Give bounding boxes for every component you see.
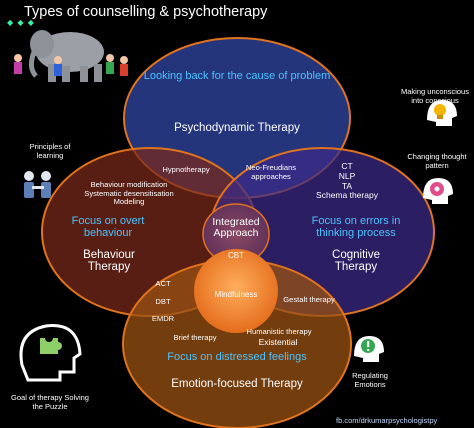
neo-freudians-label: Neo-Freudians approaches — [245, 163, 297, 181]
brief-therapy-label: Brief therapy — [173, 333, 217, 342]
psychodynamic-label: Psychodynamic Therapy — [174, 122, 300, 134]
handshake-icon — [24, 171, 51, 198]
technique-modeling: Modeling — [113, 197, 145, 207]
technique-ct: CT — [341, 161, 353, 171]
decorative-dots: ◆ ◆ ◆ — [7, 18, 35, 27]
dbt-label: DBT — [155, 297, 171, 306]
puzzle-head-icon — [19, 324, 82, 382]
note-principles-learning: Principles of learning — [29, 142, 71, 160]
cognitive-label: Cognitive Therapy — [332, 249, 380, 274]
existential-label: Existential — [258, 337, 298, 347]
footer-link: fb.com/drkumarpsychologistpy — [336, 416, 438, 425]
note-regulating-emotions: Regulating Emotions — [352, 371, 388, 389]
hypnotherapy-label: Hypnotherapy — [162, 165, 210, 174]
page-title: Types of counselling & psychotherapy — [24, 4, 268, 20]
technique-systematic-desensitisation: Systematic desensitisation — [84, 188, 174, 198]
cognitive-techniques-list: CT NLP TA Schema therapy — [312, 161, 382, 201]
technique-schema-therapy: Schema therapy — [316, 190, 378, 201]
note-changing-thought: Changing thought pattern — [407, 152, 467, 170]
cognitive-focus: Focus on errors in thinking process — [311, 215, 401, 239]
behaviour-focus: Focus on overt behaviour — [71, 215, 145, 239]
cbt-label: CBT — [228, 251, 244, 260]
behaviour-techniques-list: Behaviour modification Systematic desens… — [74, 180, 184, 207]
gear-head-icon — [423, 178, 453, 204]
exclamation-head-icon — [354, 336, 384, 362]
elephant-blind-men-icon — [14, 30, 128, 82]
psychodynamic-focus: Looking back for the cause of problem — [143, 70, 331, 82]
note-goal-therapy: Goal of therapy Solving the Puzzle — [11, 393, 89, 411]
integrated-approach-label: Integrated Approach — [212, 216, 260, 240]
technique-behaviour-modification: Behaviour modification — [90, 180, 168, 189]
emdr-label: EMDR — [151, 314, 175, 323]
humanistic-label: Humanistic therapy — [246, 327, 312, 336]
note-making-unconscious: Making unconscious into conscious — [401, 87, 469, 105]
mindfulness-label: Mindfulness — [214, 290, 258, 299]
act-label: ACT — [155, 279, 171, 288]
lightbulb-head-icon — [427, 100, 457, 126]
mindfulness-circle — [194, 249, 278, 333]
gestalt-label: Gestalt therapy — [283, 295, 335, 304]
technique-ta: TA — [341, 180, 353, 191]
technique-nlp: NLP — [338, 170, 356, 181]
emotion-focus: Focus on distressed feelings — [167, 351, 307, 363]
emotion-label: Emotion-focused Therapy — [171, 378, 303, 390]
behaviour-label: Behaviour Therapy — [83, 249, 135, 274]
